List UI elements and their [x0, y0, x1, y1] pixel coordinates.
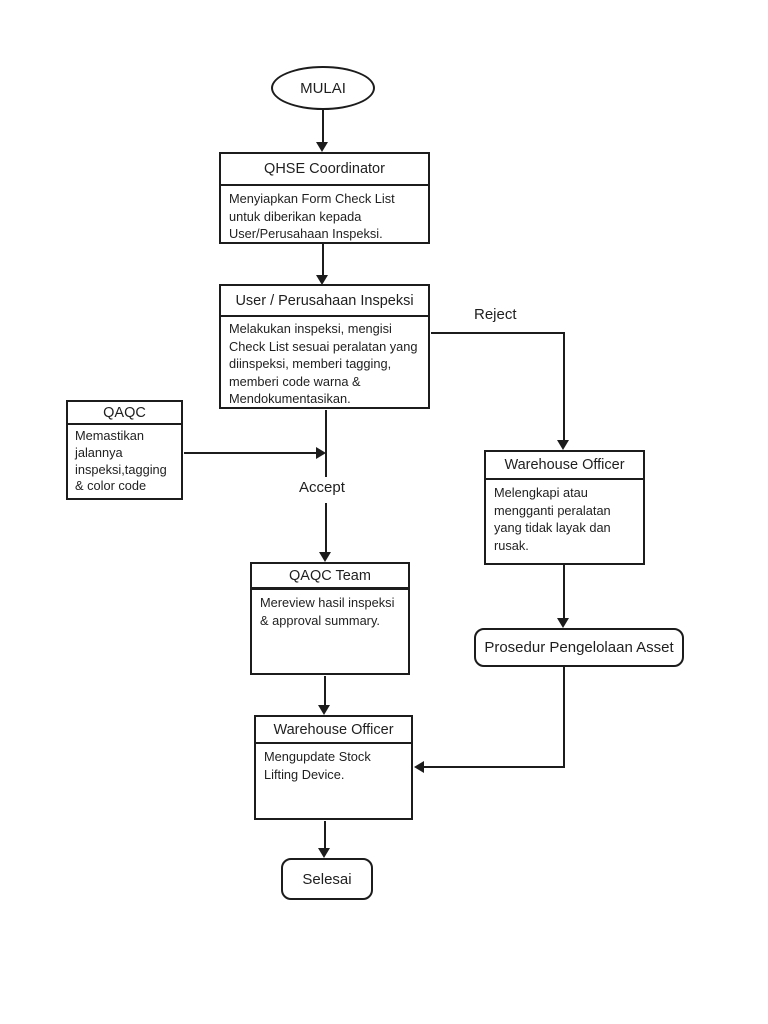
node-body: Menyiapkan Form Check List untuk diberik…	[229, 191, 395, 241]
arrowhead-down-icon	[316, 142, 328, 152]
warehouse-officer-update-node: Warehouse Officer Mengupdate Stock Lifti…	[254, 715, 413, 820]
prosedur-label: Prosedur Pengelolaan Asset	[484, 639, 674, 656]
qaqc-node: QAQC Memastikan jalannya inspeksi,taggin…	[66, 400, 183, 500]
connector-prosedur-vertical	[563, 667, 565, 768]
arrowhead-down-icon	[557, 618, 569, 628]
node-title: QHSE Coordinator	[221, 154, 428, 186]
node-title: User / Perusahaan Inspeksi	[221, 286, 428, 317]
node-body: Mengupdate Stock Lifting Device.	[264, 749, 371, 782]
connector-warehouse-to-prosedur	[563, 565, 565, 619]
connector-qaqc-to-flow	[184, 452, 317, 454]
prosedur-pengelolaan-asset-node: Prosedur Pengelolaan Asset	[474, 628, 684, 667]
arrowhead-down-icon	[318, 705, 330, 715]
qhse-coordinator-node: QHSE Coordinator Menyiapkan Form Check L…	[219, 152, 430, 244]
arrowhead-left-icon	[414, 761, 424, 773]
end-terminator: Selesai	[281, 858, 373, 900]
connector-accept-upper	[325, 410, 327, 477]
connector-reject-vertical	[563, 332, 565, 441]
qaqc-team-node: QAQC Team Mereview hasil inspeksi & appr…	[250, 562, 410, 675]
start-label: MULAI	[300, 79, 346, 97]
reject-edge-label: Reject	[474, 306, 517, 323]
arrowhead-down-icon	[557, 440, 569, 450]
node-body: Melengkapi atau mengganti peralatan yang…	[494, 485, 611, 553]
node-title: QAQC Team	[252, 564, 408, 590]
node-title: Warehouse Officer	[486, 452, 643, 480]
arrowhead-down-icon	[316, 275, 328, 285]
connector-accept-lower	[325, 503, 327, 552]
node-title: Warehouse Officer	[256, 717, 411, 744]
connector-qhse-to-user	[322, 244, 324, 276]
warehouse-officer-reject-node: Warehouse Officer Melengkapi atau mengga…	[484, 450, 645, 565]
accept-edge-label: Accept	[299, 479, 345, 496]
user-perusahaan-inspeksi-node: User / Perusahaan Inspeksi Melakukan ins…	[219, 284, 430, 409]
node-title: QAQC	[68, 402, 181, 425]
connector-reject-horizontal	[431, 332, 565, 334]
node-body: Memastikan jalannya inspeksi,tagging & c…	[75, 428, 167, 494]
end-label: Selesai	[302, 870, 352, 888]
arrowhead-down-icon	[319, 552, 331, 562]
node-body: Mereview hasil inspeksi & approval summa…	[260, 595, 395, 628]
connector-start-to-qhse	[322, 109, 324, 143]
connector-prosedur-horizontal	[424, 766, 565, 768]
arrowhead-down-icon	[318, 848, 330, 858]
start-terminator: MULAI	[271, 66, 375, 110]
node-body: Melakukan inspeksi, mengisi Check List s…	[229, 321, 418, 406]
connector-qaqcteam-to-warehouse	[324, 676, 326, 706]
arrowhead-right-icon	[316, 447, 326, 459]
connector-warehouse-to-end	[324, 821, 326, 849]
